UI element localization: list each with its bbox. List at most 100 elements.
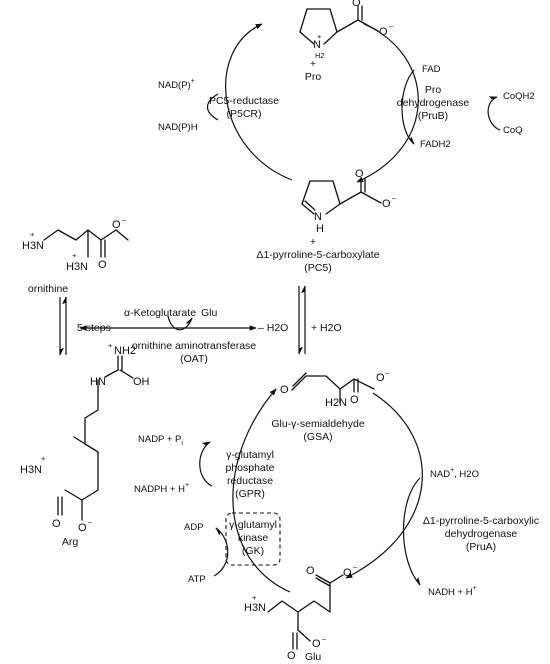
gk-adp: ADP [184, 522, 204, 533]
prub-coq: CoQ [503, 125, 523, 136]
prub-label-2: dehydrogenase [397, 97, 470, 109]
gpr-cofactor-arc [199, 441, 213, 487]
proline-o-single: O [379, 26, 388, 38]
prub-arrow [356, 23, 419, 183]
ornithine-h3n-top: H3N [22, 240, 44, 252]
gpr-label-4: (GPR) [235, 488, 265, 500]
ornithine-minus: – [122, 215, 127, 224]
water-out: – H2O [258, 322, 288, 334]
ornithine-structure: H3N + H3N + O O – [22, 215, 129, 273]
proline-charge-minus: – [389, 21, 394, 30]
pruA-label-2: dehydrogenase [445, 528, 518, 540]
glu-h3n: H3N [244, 602, 266, 614]
ornithine-name: ornithine [28, 283, 68, 295]
ornithine-o-double: O [98, 259, 107, 271]
prub-fad-arc [401, 69, 415, 145]
gsa-name: Glu-γ-semialdehyde [271, 418, 365, 430]
gpr-label-3: reductase [227, 475, 273, 487]
arg-h3n: H3N [20, 464, 42, 476]
glu-minus-bottom: – [322, 634, 327, 643]
arg-plus-h3n: + [41, 454, 46, 463]
gpr-label-1: γ-glutamyl [226, 449, 274, 461]
gsa-o-double: O [350, 394, 359, 406]
arg-minus: – [88, 517, 93, 526]
gk-atp: ATP [188, 574, 206, 585]
ornithine-plus-bottom: + [72, 251, 77, 260]
gsa-minus: – [385, 368, 390, 377]
gpr-nadph-in: NADPH + H+ [134, 482, 189, 495]
gpr-label-2: phosphate [225, 462, 274, 474]
glu-o-top-double: O [306, 565, 315, 577]
gsa-o-single: O [376, 372, 385, 384]
p5cr-abbrev: (P5CR) [226, 108, 261, 120]
prub-coqh2: CoQH2 [503, 91, 535, 102]
oat-abbrev: (OAT) [180, 353, 208, 365]
arg-hn: HN [90, 376, 106, 388]
gk-dashed-box [225, 512, 281, 566]
p5cr-label: PC5-reductase [209, 95, 279, 107]
pruA-nadh-out: NADH + H+ [428, 585, 477, 598]
pruA-cofactor-arc [402, 477, 421, 586]
gsa-aldehyde-o: O [280, 384, 289, 396]
arginine-structure: NH2 + HN OH H3N + O O – [20, 341, 150, 534]
proline-name: Pro [305, 71, 322, 83]
arg-o-single: O [78, 522, 87, 534]
gsa-structure: O H2N O O – [280, 368, 390, 409]
glu-minus-top: – [353, 562, 358, 571]
pruA-label-1: Δ1-pyrroline-5-carboxylic [423, 515, 539, 527]
pruA-label-3: (PruA) [466, 541, 496, 553]
pc5-abbrev: (PC5) [304, 262, 331, 274]
prub-fadh2: FADH2 [420, 139, 451, 150]
p5cr-nadp-out: NAD(P)+ [158, 78, 195, 91]
pc5-o-single: O [382, 198, 391, 210]
p5cr-cofactor-arc [206, 93, 219, 121]
proline-structure: N H2 + O O – [299, 0, 394, 60]
pc5-plus: + [310, 236, 316, 248]
prub-label-3: (PruB) [418, 110, 448, 122]
p5cr-nadph-in: NAD(P)H [158, 122, 198, 133]
proline-h2-label: H2 [315, 51, 325, 60]
ornithine-h3n-bottom: H3N [66, 261, 88, 273]
gsa-h2n: H2N [325, 397, 347, 409]
ornithine-o-single: O [112, 219, 121, 231]
prub-label-1: Pro [425, 84, 442, 96]
arg-plus-nh2: + [108, 341, 113, 350]
pc5-o-double: O [355, 168, 364, 180]
arg-o-double: O [52, 518, 61, 530]
pc5-n-atom: N [314, 211, 322, 223]
arg-name: Arg [62, 536, 79, 548]
gk-atp-arc [213, 527, 229, 577]
ornithine-plus-top: + [30, 230, 35, 239]
oat-cofactor-arc [167, 315, 193, 331]
glu-plus: + [252, 593, 257, 602]
pruA-arrow [345, 392, 423, 579]
gk-label-3: (GK) [242, 545, 264, 557]
prub-coq-arc [487, 96, 501, 131]
glu-o-bottom-double: O [287, 650, 296, 662]
pc5-structure: N H O O – [301, 168, 397, 235]
oat-label: ornithine aminotransferase [132, 340, 256, 352]
pruA-nad-in: NAD+, H2O [430, 467, 479, 480]
prub-fad: FAD [422, 64, 441, 75]
glu-structure: H3N + O O – O O – [244, 562, 358, 662]
oat-glu: Glu [201, 307, 218, 319]
proline-n-atom: N [313, 39, 321, 51]
glu-o-top-single: O [343, 567, 352, 579]
arg-nh2: NH2 [114, 345, 136, 357]
gpr-nadp-out: NADP + Pi [138, 434, 183, 447]
gk-label-1: γ-glutamyl [229, 519, 277, 531]
gk-label-2: kinase [238, 532, 269, 544]
pc5-name: Δ1-pyrroline-5-carboxylate [256, 249, 379, 261]
pc5-h-atom: H [316, 223, 324, 235]
glu-o-bottom-single: O [312, 638, 321, 650]
arg-oh: OH [133, 376, 150, 388]
water-in: + H2O [311, 322, 342, 334]
proline-charge-plus: + [317, 32, 322, 41]
oat-akg: α-Ketoglutarate [124, 307, 196, 319]
pc5-charge-minus: – [392, 193, 397, 202]
p5cr-arrow [225, 23, 293, 181]
gsa-abbrev: (GSA) [303, 431, 332, 443]
proline-plus: + [310, 58, 316, 70]
proline-o-double: O [352, 0, 361, 9]
gk-gpr-arrow [232, 388, 291, 593]
